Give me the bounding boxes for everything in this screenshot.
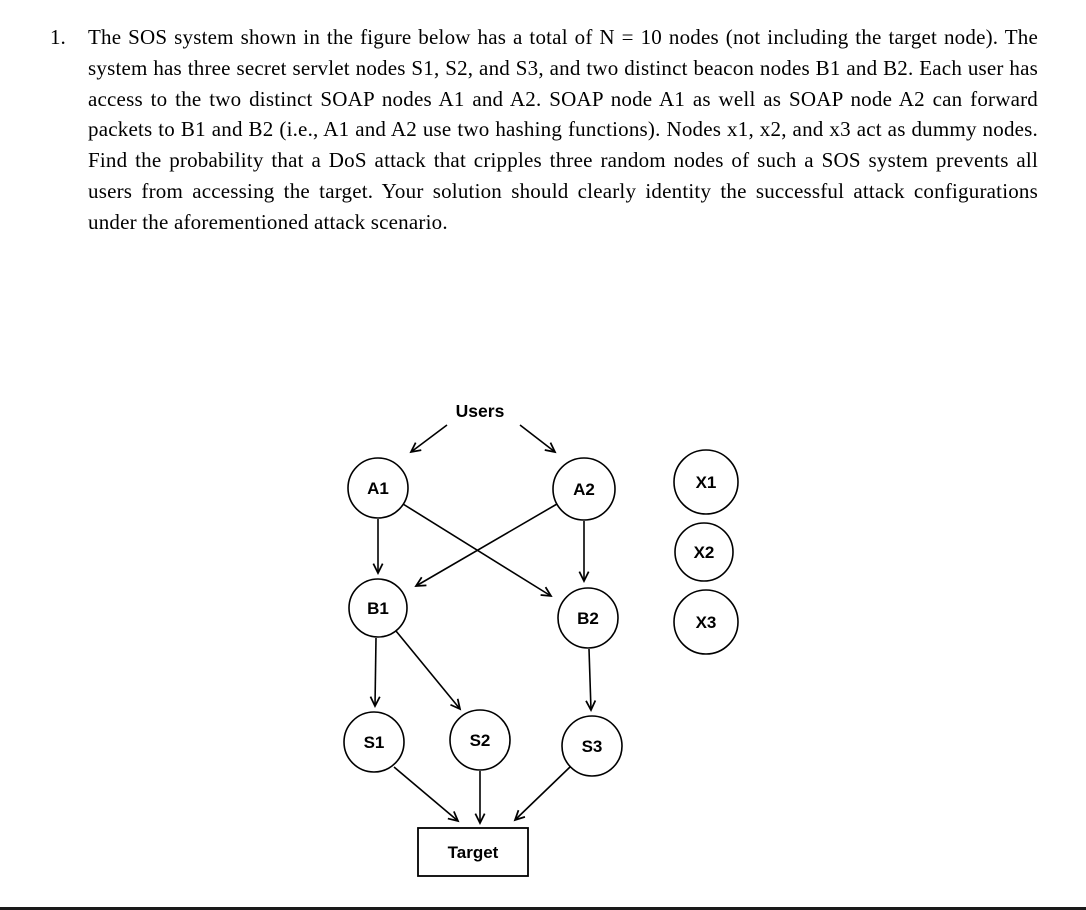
page-bottom-rule — [0, 907, 1086, 910]
node-x3: X3 — [673, 589, 739, 655]
node-a2: A2 — [552, 457, 616, 521]
node-x2-label: X2 — [694, 543, 715, 562]
arrow-b2-to-s3 — [585, 648, 597, 712]
target-node: Target — [417, 827, 529, 877]
node-a1-label: A1 — [367, 479, 389, 498]
arrow-b1-to-s2 — [395, 630, 462, 711]
arrow-s1-to-target — [393, 766, 460, 823]
node-b1: B1 — [348, 578, 408, 638]
arrow-users-to-a1 — [409, 424, 448, 454]
users-label: Users — [456, 401, 505, 421]
node-b1-label: B1 — [367, 599, 389, 618]
node-s3: S3 — [561, 715, 623, 777]
arrow-b1-to-s1 — [369, 637, 381, 708]
problem-statement: 1. The SOS system shown in the figure be… — [0, 0, 1086, 238]
node-b2-label: B2 — [577, 609, 599, 628]
node-s2-label: S2 — [470, 731, 491, 750]
node-x1: X1 — [673, 449, 739, 515]
arrow-users-to-a2 — [519, 424, 557, 454]
node-s2: S2 — [449, 709, 511, 771]
node-s3-label: S3 — [582, 737, 603, 756]
node-x1-label: X1 — [696, 473, 717, 492]
diagram-arrows — [369, 424, 597, 825]
node-b2: B2 — [557, 587, 619, 649]
problem-number: 1. — [50, 25, 66, 49]
node-x2: X2 — [674, 522, 734, 582]
arrow-a2-to-b1 — [414, 503, 558, 587]
node-s1-label: S1 — [364, 733, 385, 752]
node-a1: A1 — [347, 457, 409, 519]
node-x3-label: X3 — [696, 613, 717, 632]
node-a2-label: A2 — [573, 480, 595, 499]
node-s1: S1 — [343, 711, 405, 773]
arrow-s3-to-target — [513, 766, 571, 822]
problem-text: The SOS system shown in the figure below… — [88, 25, 1038, 234]
target-label: Target — [448, 843, 499, 862]
